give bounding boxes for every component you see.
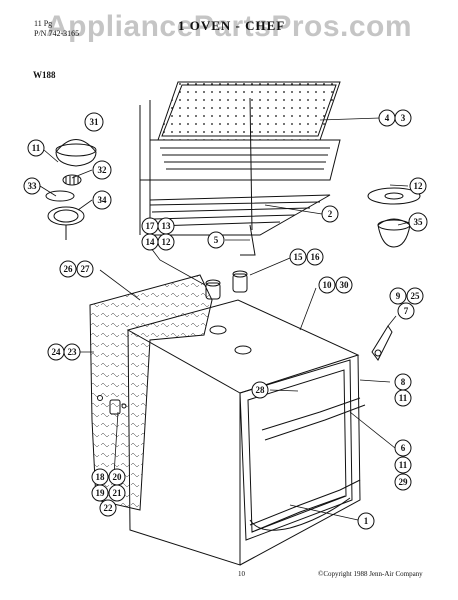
callout-34: 34 — [92, 190, 112, 210]
page-number: 10 — [238, 570, 245, 578]
callout-14: 14 — [141, 233, 159, 251]
terminal-connectors — [205, 270, 248, 300]
svg-text:29: 29 — [399, 477, 409, 487]
header-page-count: 11 Pg — [34, 19, 53, 28]
callout-7: 7 — [397, 302, 415, 320]
callout-35: 35 — [408, 212, 428, 232]
callout-4: 4 — [378, 109, 396, 127]
svg-text:32: 32 — [98, 165, 108, 175]
svg-text:10: 10 — [323, 280, 333, 290]
oven-rack — [139, 97, 341, 256]
callout-12-right: 12 — [409, 177, 427, 195]
callout-labels: 4 3 31 11 32 33 34 12 2 35 17 13 14 12 5… — [23, 109, 428, 530]
svg-text:21: 21 — [113, 488, 123, 498]
callout-26: 26 — [59, 260, 77, 278]
side-bracket — [371, 325, 393, 361]
callout-27: 27 — [76, 260, 94, 278]
watermark: AppliancePartsPros.com — [45, 10, 413, 43]
callout-31: 31 — [84, 112, 104, 132]
svg-text:8: 8 — [401, 377, 406, 387]
callout-11-low: 11 — [394, 456, 412, 474]
callout-16: 16 — [306, 248, 324, 266]
svg-text:24: 24 — [52, 347, 62, 357]
svg-text:1: 1 — [364, 516, 369, 526]
svg-text:25: 25 — [411, 291, 421, 301]
svg-text:3: 3 — [401, 113, 406, 123]
svg-text:16: 16 — [311, 252, 321, 262]
callout-18: 18 — [91, 468, 109, 486]
callout-15: 15 — [289, 248, 307, 266]
callout-9: 9 — [389, 287, 407, 305]
callout-17: 17 — [141, 217, 159, 235]
svg-text:31: 31 — [90, 117, 100, 127]
svg-text:6: 6 — [401, 443, 406, 453]
svg-text:30: 30 — [340, 280, 350, 290]
svg-text:12: 12 — [414, 181, 424, 191]
svg-text:22: 22 — [104, 503, 114, 513]
svg-text:11: 11 — [399, 460, 408, 470]
leader-lines — [39, 117, 411, 521]
svg-text:9: 9 — [396, 291, 401, 301]
fan-motor-parts — [45, 139, 97, 240]
svg-text:35: 35 — [414, 217, 424, 227]
svg-text:12: 12 — [162, 237, 172, 247]
svg-text:11: 11 — [32, 143, 41, 153]
svg-text:34: 34 — [98, 195, 108, 205]
callout-13: 13 — [157, 217, 175, 235]
callout-11: 11 — [27, 139, 45, 157]
callout-12: 12 — [157, 233, 175, 251]
svg-text:19: 19 — [96, 488, 106, 498]
svg-text:14: 14 — [146, 237, 156, 247]
diagram-title: 1 OVEN - CHEF — [178, 18, 286, 33]
callout-33: 33 — [23, 177, 41, 195]
callout-2: 2 — [321, 205, 339, 223]
callout-5: 5 — [207, 231, 225, 249]
heating-element-frame — [239, 359, 366, 541]
callout-8: 8 — [394, 373, 412, 391]
callout-29: 29 — [394, 473, 412, 491]
insulation-blanket — [89, 274, 213, 511]
callout-11-mid: 11 — [394, 389, 412, 407]
svg-text:20: 20 — [113, 472, 123, 482]
svg-text:28: 28 — [256, 385, 266, 395]
right-side-parts — [367, 187, 421, 248]
oven-cavity — [126, 299, 361, 566]
svg-text:17: 17 — [146, 221, 156, 231]
callout-20: 20 — [108, 468, 126, 486]
mounting-screws — [97, 395, 127, 415]
callout-1: 1 — [357, 512, 375, 530]
svg-text:2: 2 — [328, 209, 333, 219]
svg-text:15: 15 — [294, 252, 304, 262]
svg-text:23: 23 — [68, 347, 78, 357]
callout-6: 6 — [394, 439, 412, 457]
svg-text:18: 18 — [96, 472, 106, 482]
svg-text:7: 7 — [404, 306, 409, 316]
callout-32: 32 — [92, 160, 112, 180]
callout-21: 21 — [108, 484, 126, 502]
svg-text:11: 11 — [399, 393, 408, 403]
svg-text:5: 5 — [214, 235, 219, 245]
model-number: W188 — [33, 70, 56, 80]
copyright-notice: ©Copyright 1988 Jenn-Air Company — [318, 570, 423, 578]
header-part-number: P/N 742-3165 — [34, 29, 80, 38]
callout-24: 24 — [47, 343, 65, 361]
callout-3: 3 — [394, 109, 412, 127]
callout-23: 23 — [63, 343, 81, 361]
callout-30: 30 — [335, 276, 353, 294]
broiler-pan — [157, 81, 341, 141]
callout-28: 28 — [251, 381, 269, 399]
svg-text:4: 4 — [385, 113, 390, 123]
svg-text:33: 33 — [28, 181, 38, 191]
svg-text:13: 13 — [162, 221, 172, 231]
callout-25: 25 — [406, 287, 424, 305]
callout-10: 10 — [318, 276, 336, 294]
svg-text:26: 26 — [64, 264, 74, 274]
callout-22: 22 — [99, 499, 117, 517]
callout-19: 19 — [91, 484, 109, 502]
svg-text:27: 27 — [81, 264, 91, 274]
